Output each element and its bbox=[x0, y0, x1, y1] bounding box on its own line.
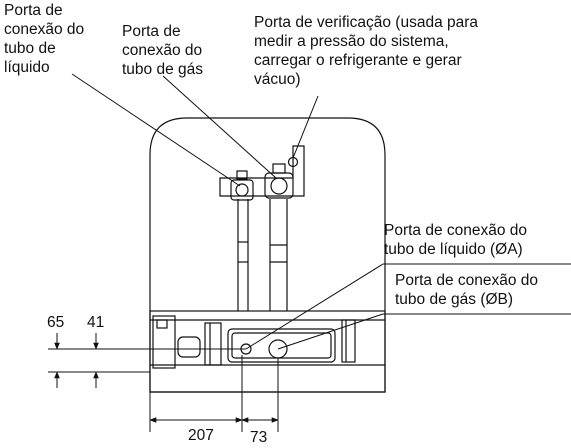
leader-gas-port bbox=[162, 75, 277, 179]
leader-check-port bbox=[292, 95, 319, 159]
dimension-65: 65 bbox=[47, 314, 65, 331]
dimension-73: 73 bbox=[250, 429, 268, 446]
port-plate bbox=[227, 328, 336, 363]
base-frame bbox=[149, 310, 386, 393]
left-bracket-slot bbox=[156, 319, 168, 329]
label-gas-connection: Porta de conexão do tubo de gás (ØB) bbox=[395, 272, 539, 308]
port-plate-inner bbox=[231, 332, 332, 359]
side-tab bbox=[204, 322, 222, 366]
label-check-port: Porta de verificação (usada para medir a… bbox=[254, 14, 479, 88]
gas-valve-cap bbox=[270, 177, 288, 195]
liquid-valve-cap bbox=[235, 183, 249, 197]
leader-liquid-port bbox=[71, 73, 241, 187]
left-bracket bbox=[152, 315, 176, 369]
dimension-41: 41 bbox=[87, 314, 105, 331]
valve-bracket bbox=[219, 145, 305, 197]
liquid-valve-body bbox=[230, 179, 254, 201]
leader-liquid-conn bbox=[245, 263, 384, 350]
side-window bbox=[177, 336, 201, 358]
label-gas-port: Porta de conexão do tubo de gás bbox=[122, 23, 204, 78]
gas-valve-stem bbox=[272, 163, 286, 174]
right-bracket bbox=[341, 319, 356, 363]
dimension-207: 207 bbox=[188, 427, 214, 444]
unit-casing-outline bbox=[149, 117, 386, 393]
label-liquid-port: Porta de conexão do tubo de líquido bbox=[4, 2, 85, 76]
liquid-valve-stem bbox=[236, 170, 248, 180]
label-liquid-connection: Porta de conexão do tubo de líquido (ØA) bbox=[384, 222, 528, 258]
leader-gas-conn bbox=[277, 313, 384, 350]
